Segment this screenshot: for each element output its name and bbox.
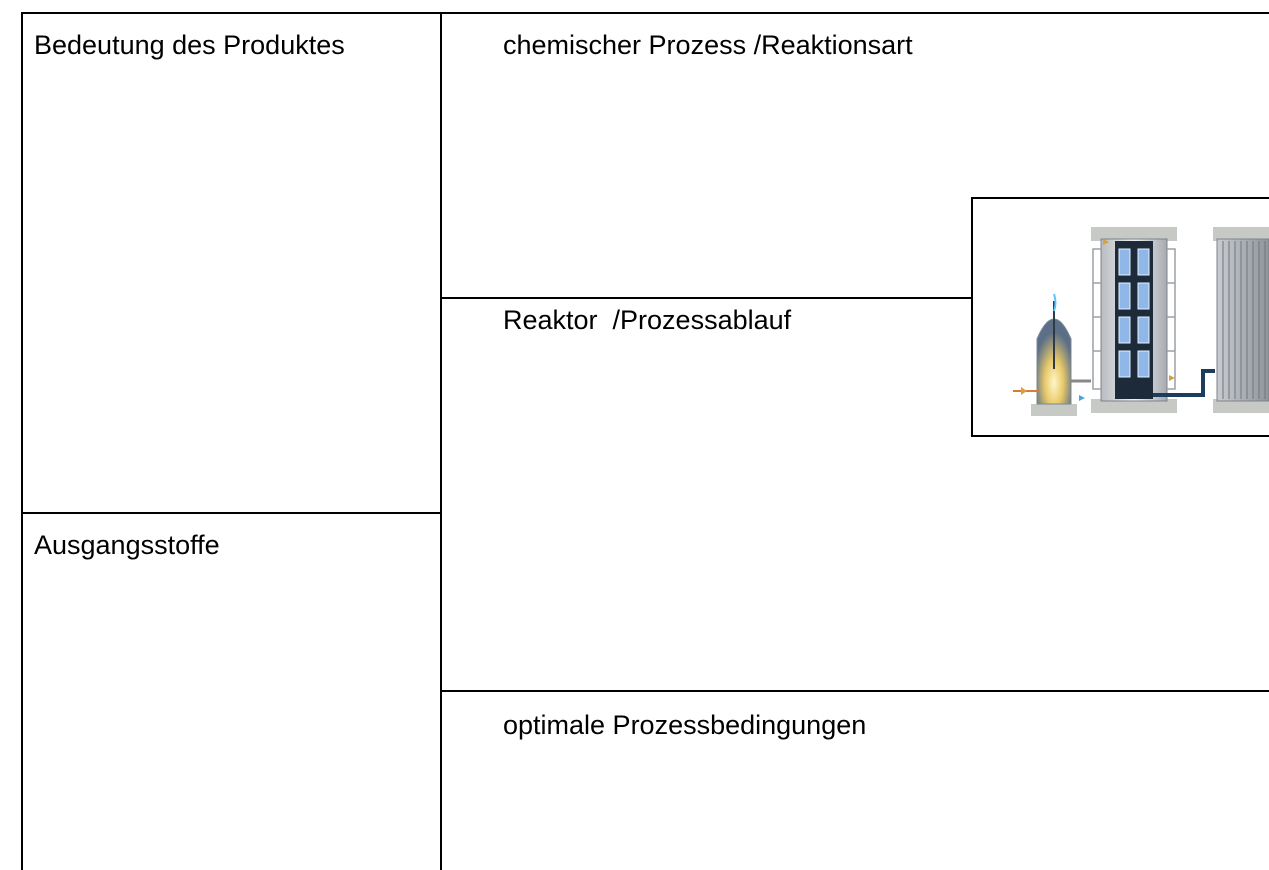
table-left-border [21, 12, 23, 870]
right-row-divider-1 [440, 297, 973, 299]
cell-starting-materials: Ausgangsstoffe [34, 530, 220, 560]
cell-chemical-process: chemischer Prozess /Reaktionsart [503, 30, 913, 60]
cell-optimal-conditions: optimale Prozessbedingungen [503, 710, 867, 740]
burner-tower-icon [1013, 293, 1091, 416]
process-diagram [971, 197, 1269, 437]
right-row-divider-2 [440, 690, 1269, 692]
heat-exchanger-icon [1213, 227, 1269, 413]
table-top-border [21, 12, 1269, 14]
table-column-divider [440, 12, 442, 870]
reactor-column-icon [1091, 227, 1215, 413]
cell-reactor-process: Reaktor /Prozessablauf [503, 305, 792, 335]
left-row-divider [21, 512, 442, 514]
process-diagram-svg [1013, 227, 1269, 416]
cell-product-significance: Bedeutung des Produktes [34, 30, 345, 60]
